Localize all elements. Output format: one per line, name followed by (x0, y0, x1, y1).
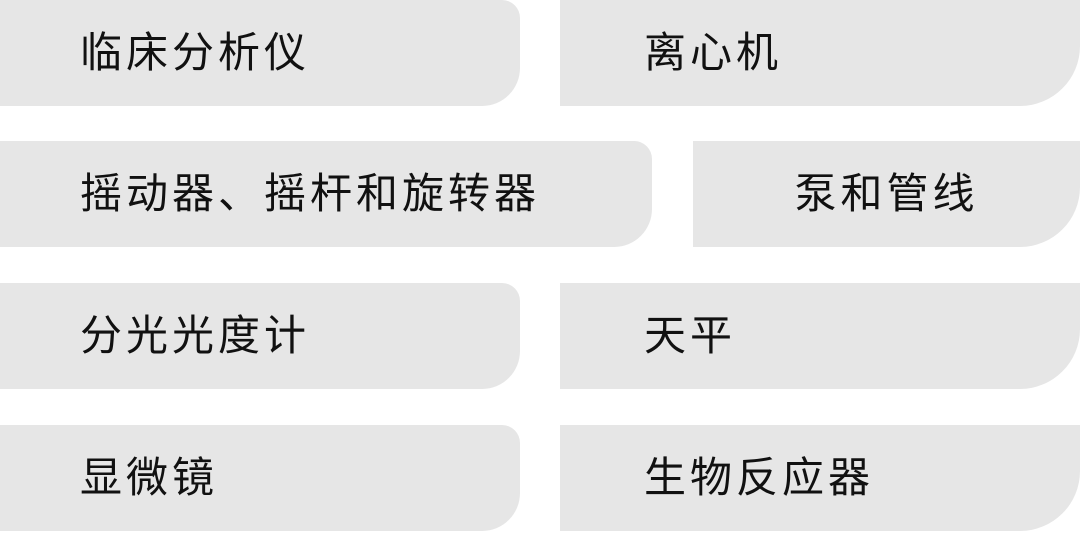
category-tile-centrifuge[interactable]: 离心机 (560, 0, 1080, 106)
category-tile-microscope[interactable]: 显微镜 (0, 425, 520, 531)
category-tile-balance[interactable]: 天平 (560, 283, 1080, 389)
category-label: 显微镜 (80, 453, 219, 502)
category-label: 泵和管线 (794, 169, 979, 218)
category-tile-pumps-tubing[interactable]: 泵和管线 (693, 141, 1080, 247)
category-tile-clinical-analyzer[interactable]: 临床分析仪 (0, 0, 520, 106)
category-label: 分光光度计 (80, 311, 311, 360)
category-tile-bioreactor[interactable]: 生物反应器 (560, 425, 1080, 531)
category-tile-spectrophotometer[interactable]: 分光光度计 (0, 283, 520, 389)
category-label: 摇动器、摇杆和旋转器 (80, 169, 541, 218)
category-tile-shakers-rockers-rotators[interactable]: 摇动器、摇杆和旋转器 (0, 141, 652, 247)
category-label: 离心机 (644, 28, 783, 77)
category-label: 生物反应器 (644, 453, 875, 502)
category-label: 天平 (644, 311, 737, 360)
category-label: 临床分析仪 (80, 28, 311, 77)
